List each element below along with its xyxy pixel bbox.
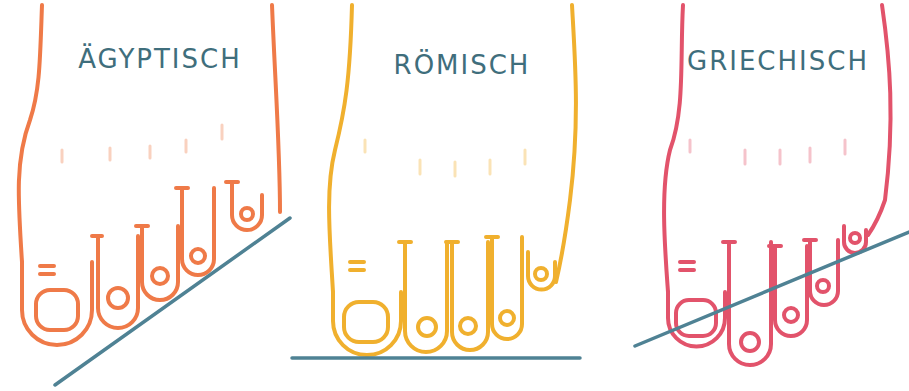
greek-foot [635,5,909,365]
foot-type-label: ÄGYPTISCH [78,46,242,72]
roman-foot [292,5,580,358]
foot-type-label: RÖMISCH [394,52,531,78]
egyptian-foot [19,5,290,385]
foot-type-label: GRIECHISCH [687,48,869,74]
